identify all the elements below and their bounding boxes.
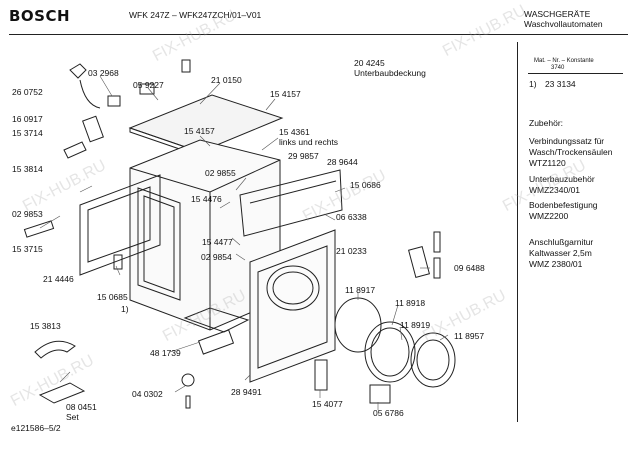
model-number: WFK 247Z – WFK247ZCH/01–V01 — [129, 10, 262, 20]
cabinet-side-inner — [143, 195, 175, 293]
door-glass — [410, 332, 456, 388]
spanner-tool-part — [34, 340, 76, 359]
callout-02-9853: 02 9853 — [12, 209, 43, 219]
rear-rail-line — [249, 180, 337, 204]
callout-28-9644: 28 9644 — [327, 157, 358, 167]
callout-21-4446: 21 4446 — [43, 274, 74, 284]
side-divider — [528, 73, 623, 74]
cable-clamp-part — [82, 115, 104, 143]
clip-part — [181, 59, 191, 73]
side-note-unterbauzubehoer: Unterbauzubehör WMZ2340/01 — [529, 174, 595, 195]
foot-nut-part — [181, 373, 195, 387]
bracket-small-part — [139, 83, 155, 95]
callout-08-0451: 08 0451 — [66, 402, 97, 412]
callout-15-0686: 15 0686 — [350, 180, 381, 190]
callout-04-0302: 04 0302 — [132, 389, 163, 399]
callout-ref-1: 1) — [121, 304, 129, 314]
callout-unterbaubdeckung: Unterbaubdeckung — [354, 68, 426, 78]
brand-logo: BOSCH — [9, 7, 71, 25]
door-frame-ring-inner — [370, 327, 410, 377]
transport-bracket-part — [38, 382, 86, 404]
header-divider — [9, 34, 628, 35]
callout-02-9855: 02 9855 — [205, 168, 236, 178]
callout-15-4077: 15 4077 — [312, 399, 343, 409]
callout-28-9491: 28 9491 — [231, 387, 262, 397]
side-note-zubehoer: Zubehör: — [529, 118, 564, 128]
callout-02-9854: 02 9854 — [201, 252, 232, 262]
door-glass-inner — [416, 339, 450, 381]
callout-09-6488: 09 6488 — [454, 263, 485, 273]
callout-15-0685: 15 0685 — [97, 292, 128, 302]
callout-05-9227: 05 9227 — [133, 80, 164, 90]
callout-06-6338: 06 6338 — [336, 212, 367, 222]
callout-11-8918: 11 8918 — [395, 298, 426, 308]
connector-pin-b — [433, 257, 441, 279]
callout-15-3715: 15 3715 — [12, 244, 43, 254]
front-panel — [249, 229, 336, 383]
mat-nr-label: Mat. – Nr. – Konstante — [534, 58, 594, 64]
cabinet-side-panel — [137, 187, 181, 301]
callout-21-0150: 21 0150 — [211, 75, 242, 85]
category-title: WASCHGERÄTE — [524, 9, 591, 19]
connector-set-part — [408, 246, 430, 278]
mains-cable-part — [79, 79, 101, 109]
side-note-verbindungssatz: Verbindungssatz für Wasch/Trockensäulen … — [529, 136, 613, 168]
hinge-part — [314, 359, 328, 391]
drawing-reference: e121586–5/2 — [11, 423, 61, 433]
rear-rail — [239, 169, 343, 237]
callout-set: Set — [66, 412, 79, 422]
callout-21-0233: 21 0233 — [336, 246, 367, 256]
back-panel-inner — [87, 186, 151, 263]
door-opening — [266, 265, 320, 311]
catch-part — [369, 384, 391, 404]
callout-03-2968: 03 2968 — [88, 68, 119, 78]
latch-part — [113, 254, 123, 270]
bracket-part — [107, 95, 121, 107]
connector-pin-a — [433, 231, 441, 253]
callout-29-9857: 29 9857 — [288, 151, 319, 161]
callout-20-4245: 20 4245 — [354, 58, 385, 68]
side-panel-divider — [517, 42, 518, 422]
callout-15-4477: 15 4477 — [202, 237, 233, 247]
callout-15-3814: 15 3814 — [12, 164, 43, 174]
leader-lines — [39, 75, 449, 410]
mains-plug-part — [69, 63, 87, 79]
callout-15-4157: 15 4157 — [184, 126, 215, 136]
shock-absorber-part — [23, 220, 55, 238]
callout-48-1739: 48 1739 — [150, 348, 181, 358]
side-note-bodenbefestigung: Bodenbefestigung WMZ2200 — [529, 200, 598, 221]
callout-26-0752: 26 0752 — [12, 87, 43, 97]
mat-nr-value: 3740 — [551, 65, 565, 71]
callout-15-3714: 15 3714 — [12, 128, 43, 138]
side-note-ref-value: 23 3134 — [544, 79, 576, 89]
callout-links-und-rechts: links und rechts — [279, 137, 339, 147]
front-panel-inner — [257, 245, 328, 369]
foot-screw-part — [185, 395, 191, 409]
callout-16-0917: 16 0917 — [12, 114, 43, 124]
category-subtitle: Waschvollautomaten — [524, 19, 603, 29]
callout-11-8919: 11 8919 — [400, 320, 431, 330]
callout-11-8957: 11 8957 — [454, 331, 485, 341]
side-note-ref: 1) 23 3134 — [529, 79, 629, 90]
door-opening-inner — [272, 271, 314, 305]
callout-15-4157-top: 15 4157 — [270, 89, 301, 99]
callout-11-8917: 11 8917 — [345, 285, 376, 295]
callout-15-3813: 15 3813 — [30, 321, 61, 331]
callout-15-4361: 15 4361 — [279, 127, 310, 137]
door-frame-ring — [364, 321, 416, 383]
back-panel-frame — [79, 174, 161, 276]
side-note-ref-marker: 1) — [529, 79, 537, 89]
side-note-anschlussgarnitur: Anschlußgarnitur Kaltwasser 2,5m WMZ 238… — [529, 237, 594, 269]
callout-05-6786: 05 6786 — [373, 408, 404, 418]
inlet-valve-part — [63, 141, 87, 159]
callout-15-4476: 15 4476 — [191, 194, 222, 204]
base-plate — [183, 307, 250, 333]
door-seal-ring — [334, 297, 382, 353]
handle-part — [197, 329, 235, 355]
